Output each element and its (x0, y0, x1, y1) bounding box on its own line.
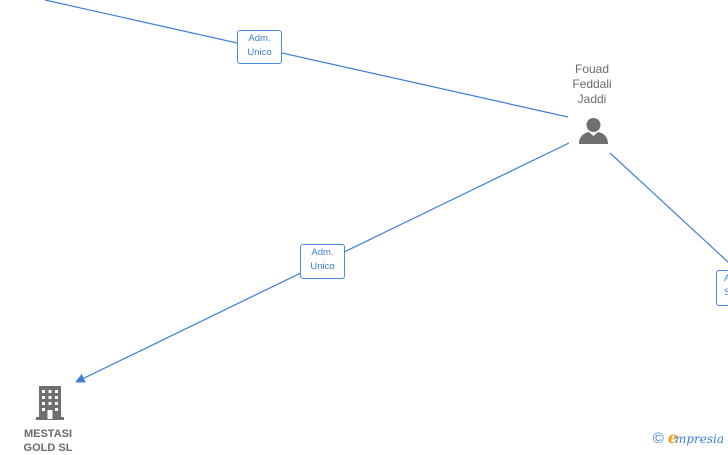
edge-line-top (44, 0, 569, 118)
person-name: Fouad Feddali Jaddi (556, 62, 628, 107)
person-name-line: Fouad (574, 62, 610, 76)
edge-label-line: Unico (310, 261, 335, 272)
edge-label-middle[interactable]: Adm. Unico (300, 244, 345, 279)
logo-e: e (667, 428, 678, 447)
edge-label-line: Adm. (248, 33, 271, 44)
edge-line-right (609, 152, 728, 263)
empresia-logo: empresia (668, 428, 724, 448)
person-name-line: Feddali (572, 77, 612, 91)
edge-label-top[interactable]: Adm. Unico (237, 30, 282, 64)
person-name-line: Jaddi (577, 92, 607, 106)
edge-label-line: A (724, 273, 728, 284)
building-icon[interactable] (36, 386, 64, 420)
company-name-line: GOLD SL (23, 442, 73, 454)
company-name[interactable]: MESTASI GOLD SL (8, 427, 88, 455)
edge-label-line: Unico (247, 47, 272, 58)
logo-text: mpresia (674, 432, 724, 446)
copyright-icon: © (652, 429, 664, 447)
edge-label-line: Adm. (311, 247, 334, 258)
empresia-watermark: © empresia (653, 428, 724, 448)
edge-label-right[interactable]: A S (716, 270, 728, 306)
edge-label-line: S (724, 287, 728, 298)
company-name-line: MESTASI (23, 428, 73, 440)
person-icon[interactable] (578, 116, 609, 145)
